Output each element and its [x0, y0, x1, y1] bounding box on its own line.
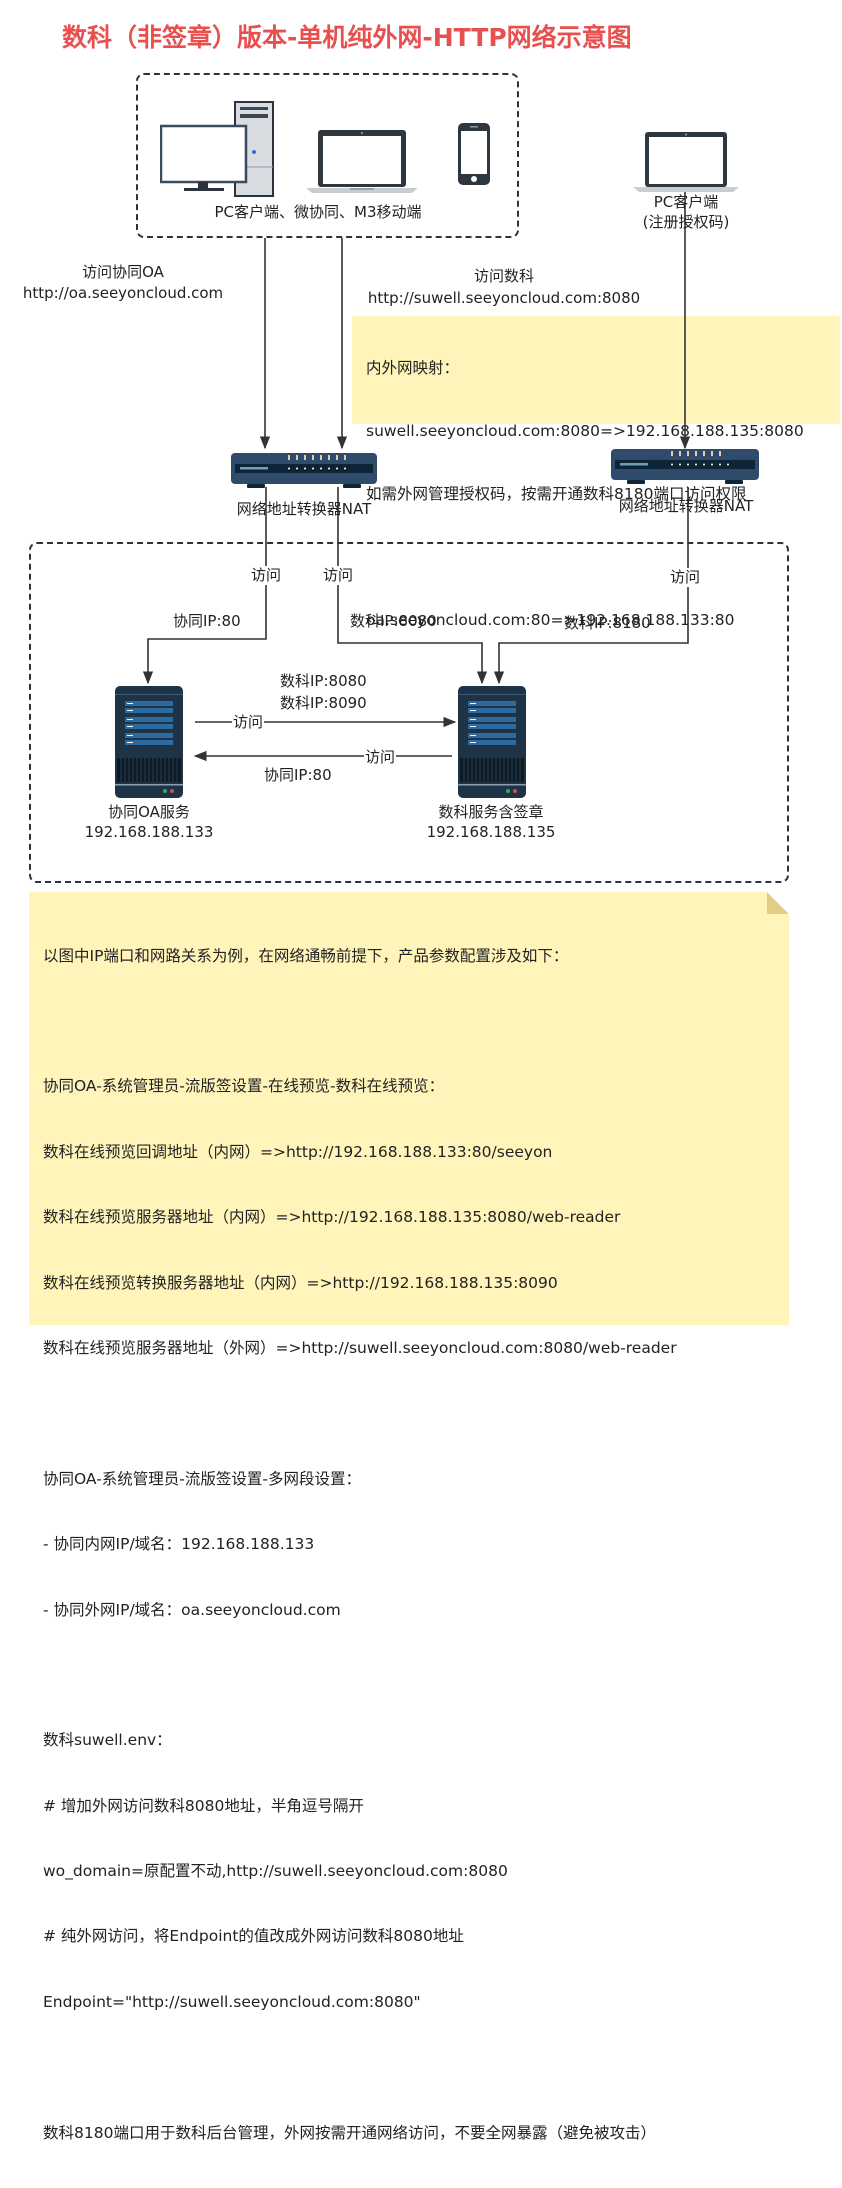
smartphone-icon	[458, 123, 490, 185]
nat-router-left-icon	[231, 453, 377, 488]
config-line	[43, 2057, 677, 2079]
visit-label-remote: 访问	[669, 568, 702, 587]
config-line: - 协同外网IP/域名：oa.seeyoncloud.com	[43, 1600, 341, 1619]
suwell-server-name: 数科服务含签章	[438, 803, 544, 821]
access-suwell-url: http://suwell.seeyoncloud.com:8080	[367, 289, 641, 307]
config-line: Endpoint="http://suwell.seeyoncloud.com:…	[43, 1992, 421, 2011]
config-line: 协同OA-系统管理员-流版签设置-在线预览-数科在线预览：	[43, 1077, 445, 1096]
config-line: 数科在线预览服务器地址（内网）=>http://192.168.188.135:…	[43, 1208, 621, 1227]
config-note: 以图中IP端口和网路关系为例，在网络通畅前提下，产品参数配置涉及如下： 协同OA…	[29, 892, 789, 2142]
client-group-label: PC客户端、微协同、M3移动端	[214, 203, 422, 221]
remote-client-label-line2: (注册授权码)	[642, 213, 730, 231]
config-line: 数科8180端口用于数科后台管理，外网按需开通网络访问，不要全网暴露（避免被攻击…	[43, 2123, 656, 2142]
mapping-line: suwell.seeyoncloud.com:8080=>192.168.188…	[366, 422, 804, 440]
visit-label-oa-to-suwell: 访问	[232, 713, 265, 732]
config-line: 以图中IP端口和网路关系为例，在网络通畅前提下，产品参数配置涉及如下：	[43, 946, 569, 965]
config-line	[43, 1011, 677, 1033]
config-line: 协同OA-系统管理员-流版签设置-多网段设置：	[43, 1469, 361, 1488]
oa-server-icon	[115, 686, 183, 798]
oa-server-label: 协同OA服务 192.168.188.133	[60, 802, 238, 842]
nat-left-label: 网络地址转换器NAT	[236, 500, 372, 518]
config-line	[43, 1665, 677, 1687]
visit-label-suwell: 访问	[322, 566, 355, 585]
remote-laptop-icon	[633, 132, 739, 192]
mapping-line: 内外网映射：	[366, 359, 460, 377]
config-line: wo_domain=原配置不动,http://suwell.seeyonclou…	[43, 1862, 508, 1881]
remote-client-label: PC客户端 (注册授权码)	[622, 192, 750, 232]
oa-ip-80-label: 协同IP:80	[173, 612, 241, 630]
nat-right-label: 网络地址转换器NAT	[618, 497, 754, 515]
oa-to-suwell-ports-label: 数科IP:8080 数科IP:8090	[280, 670, 367, 714]
access-suwell-title: 访问数科	[473, 267, 534, 285]
oa-server-ip: 192.168.188.133	[84, 823, 214, 841]
config-line: - 协同内网IP/域名：192.168.188.133	[43, 1535, 315, 1554]
suwell-ip-8080-b: 数科IP:8080	[280, 672, 367, 690]
visit-label-suwell-to-oa: 访问	[364, 748, 397, 767]
nat-router-right-icon	[611, 449, 759, 484]
suwell-server-icon	[458, 686, 526, 798]
suwell-server-label: 数科服务含签章 192.168.188.135	[400, 802, 582, 842]
config-note-text: 以图中IP端口和网路关系为例，在网络通畅前提下，产品参数配置涉及如下： 协同OA…	[43, 902, 677, 2188]
config-line	[43, 1403, 677, 1425]
visit-label-oa: 访问	[250, 566, 283, 585]
suwell-ip-8080-label: 数科IP:8080	[350, 612, 437, 630]
config-line: 数科suwell.env：	[43, 1731, 172, 1750]
access-oa-label: 访问协同OA http://oa.seeyoncloud.com	[0, 262, 246, 304]
suwell-ip-8180-label: 数科IP:8180	[564, 614, 651, 632]
config-line: 数科在线预览回调地址（内网）=>http://192.168.188.133:8…	[43, 1142, 553, 1161]
config-line: 数科在线预览转换服务器地址（内网）=>http://192.168.188.13…	[43, 1273, 558, 1292]
oa-ip-80-back-label: 协同IP:80	[264, 766, 332, 784]
note-fold-icon	[767, 892, 789, 914]
suwell-ip-8090: 数科IP:8090	[280, 694, 367, 712]
config-line: # 增加外网访问数科8080地址，半角逗号隔开	[43, 1796, 364, 1815]
config-line: # 纯外网访问，将Endpoint的值改成外网访问数科8080地址	[43, 1927, 464, 1946]
client-devices-group	[136, 73, 519, 238]
remote-client-label-line1: PC客户端	[653, 193, 719, 211]
access-oa-title: 访问协同OA	[82, 263, 164, 281]
mapping-line	[366, 547, 804, 568]
desktop-pc-icon	[160, 101, 274, 197]
oa-server-name: 协同OA服务	[108, 803, 190, 821]
config-line: 数科在线预览服务器地址（外网）=>http://suwell.seeyonclo…	[43, 1338, 677, 1357]
laptop-icon	[306, 130, 418, 193]
access-oa-url: http://oa.seeyoncloud.com	[22, 284, 224, 302]
access-suwell-label: 访问数科 http://suwell.seeyoncloud.com:8080	[348, 265, 660, 309]
suwell-server-ip: 192.168.188.135	[426, 823, 556, 841]
diagram-title: 数科（非签章）版本-单机纯外网-HTTP网络示意图	[62, 23, 632, 52]
mapping-note: 内外网映射： suwell.seeyoncloud.com:8080=>192.…	[352, 316, 840, 629]
